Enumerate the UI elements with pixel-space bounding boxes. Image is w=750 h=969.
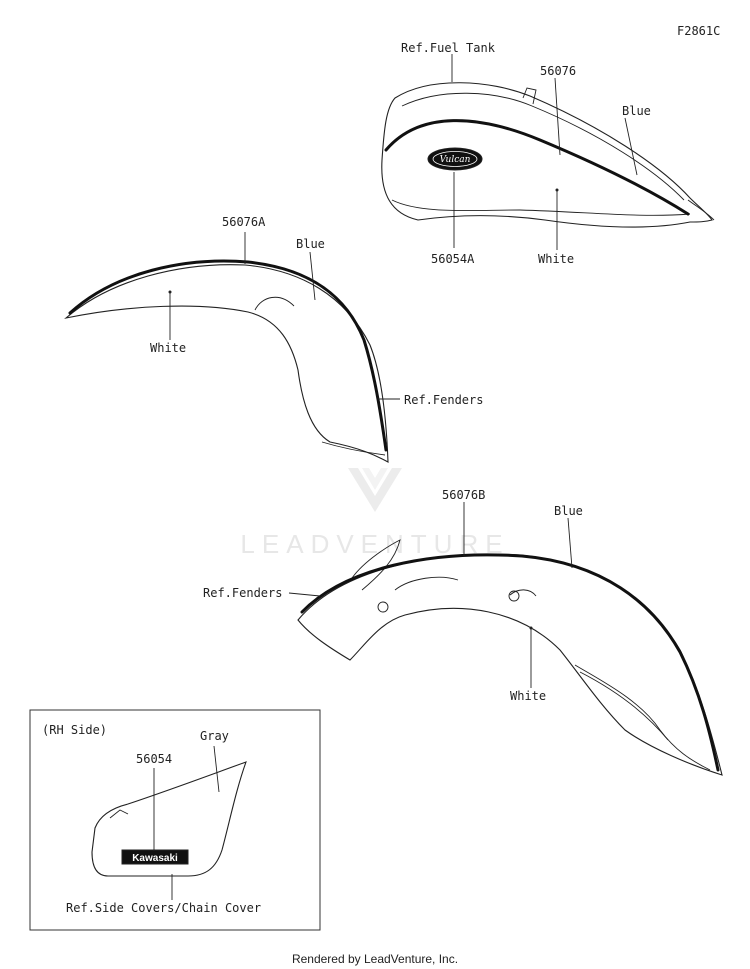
- watermark-logo-icon: [348, 468, 402, 512]
- front-fender-inner-edge: [321, 441, 386, 456]
- leader-front-blue: [309, 251, 316, 301]
- front-fender-mount-bump: [254, 296, 295, 311]
- vulcan-emblem-text: Vulcan: [440, 155, 471, 165]
- rear-fender-white-label: White: [510, 689, 546, 703]
- figure-code: F2861C: [677, 24, 720, 38]
- ref-fuel-tank-label: Ref.Fuel Tank: [401, 41, 496, 55]
- fuel-tank-stripe: [384, 119, 690, 216]
- fuel-tank-blue-label: Blue: [622, 104, 651, 118]
- rear-fender-vent-left: [394, 576, 459, 591]
- watermark-logo-icon-inner: [362, 468, 388, 490]
- side-cover-inset: (RH Side) Kawasaki Gray 56054 Ref.Side C…: [29, 709, 321, 931]
- leader-fuel-blue: [624, 117, 638, 176]
- front-fender-stripe: [68, 259, 388, 452]
- rear-fender-bolt-right-icon: [508, 590, 520, 602]
- fuel-tank-white-label: White: [538, 252, 574, 266]
- leader-rear-ref-fenders: [288, 592, 321, 597]
- front-fender-group: 56076A Blue White Ref.Fenders: [64, 215, 483, 463]
- side-cover-tab: [109, 809, 129, 819]
- rear-fender-tail-stripe: [579, 671, 669, 741]
- ref-side-covers-label: Ref.Side Covers/Chain Cover: [66, 901, 261, 915]
- leader-rear-blue: [567, 517, 573, 569]
- vulcan-emblem-icon: [427, 147, 483, 171]
- rear-fender-stripe: [300, 553, 720, 772]
- rear-fender-ref-label: Ref.Fenders: [203, 586, 282, 600]
- fuel-tank-outline: [381, 82, 713, 228]
- side-cover-gray-label: Gray: [200, 729, 229, 743]
- part-56076-label: 56076: [540, 64, 576, 78]
- watermark-text: LEADVENTURE: [240, 529, 509, 559]
- fuel-tank-nozzle: [687, 199, 715, 221]
- rear-fender-vent-right: [509, 589, 537, 597]
- rear-fender-blue-label: Blue: [554, 504, 583, 518]
- rear-fender-bolt-left-icon: [377, 601, 389, 613]
- inset-title: (RH Side): [42, 723, 107, 737]
- leader-56076: [554, 77, 561, 156]
- front-fender-white-label: White: [150, 341, 186, 355]
- rear-fender-group: 56076B Blue White Ref.Fenders: [203, 488, 723, 776]
- rear-white-dot: [529, 626, 533, 630]
- part-56054-label: 56054: [136, 752, 172, 766]
- front-fender-outline: [64, 264, 389, 463]
- part-56076a-label: 56076A: [222, 215, 266, 229]
- kawasaki-logo-icon: [121, 849, 189, 865]
- side-cover-outline: [91, 761, 247, 877]
- part-56076b-label: 56076B: [442, 488, 485, 502]
- footer-credit: Rendered by LeadVenture, Inc.: [292, 952, 458, 966]
- fuel-white-dot: [555, 188, 559, 192]
- rear-fender-tail-section: [574, 664, 711, 771]
- front-fender-blue-label: Blue: [296, 237, 325, 251]
- rear-fender-outline: [297, 553, 723, 776]
- fuel-tank-bottom-line: [391, 199, 691, 216]
- watermark: LEADVENTURE: [240, 468, 509, 559]
- leader-gray: [213, 745, 220, 793]
- fuel-tank-inner-line: [401, 92, 685, 201]
- front-white-dot: [168, 290, 172, 294]
- fuel-tank-group: Vulcan Ref.Fuel Tank 56076 Blue 56054A W…: [381, 41, 715, 266]
- vulcan-emblem-border: [432, 151, 478, 167]
- inset-frame: [29, 709, 321, 931]
- fuel-cap-icon: [522, 87, 537, 105]
- part-56054a-label: 56054A: [431, 252, 475, 266]
- front-fender-ref-label: Ref.Fenders: [404, 393, 483, 407]
- rear-fender-mount-flap: [351, 539, 401, 591]
- kawasaki-logo-text: Kawasaki: [132, 853, 178, 864]
